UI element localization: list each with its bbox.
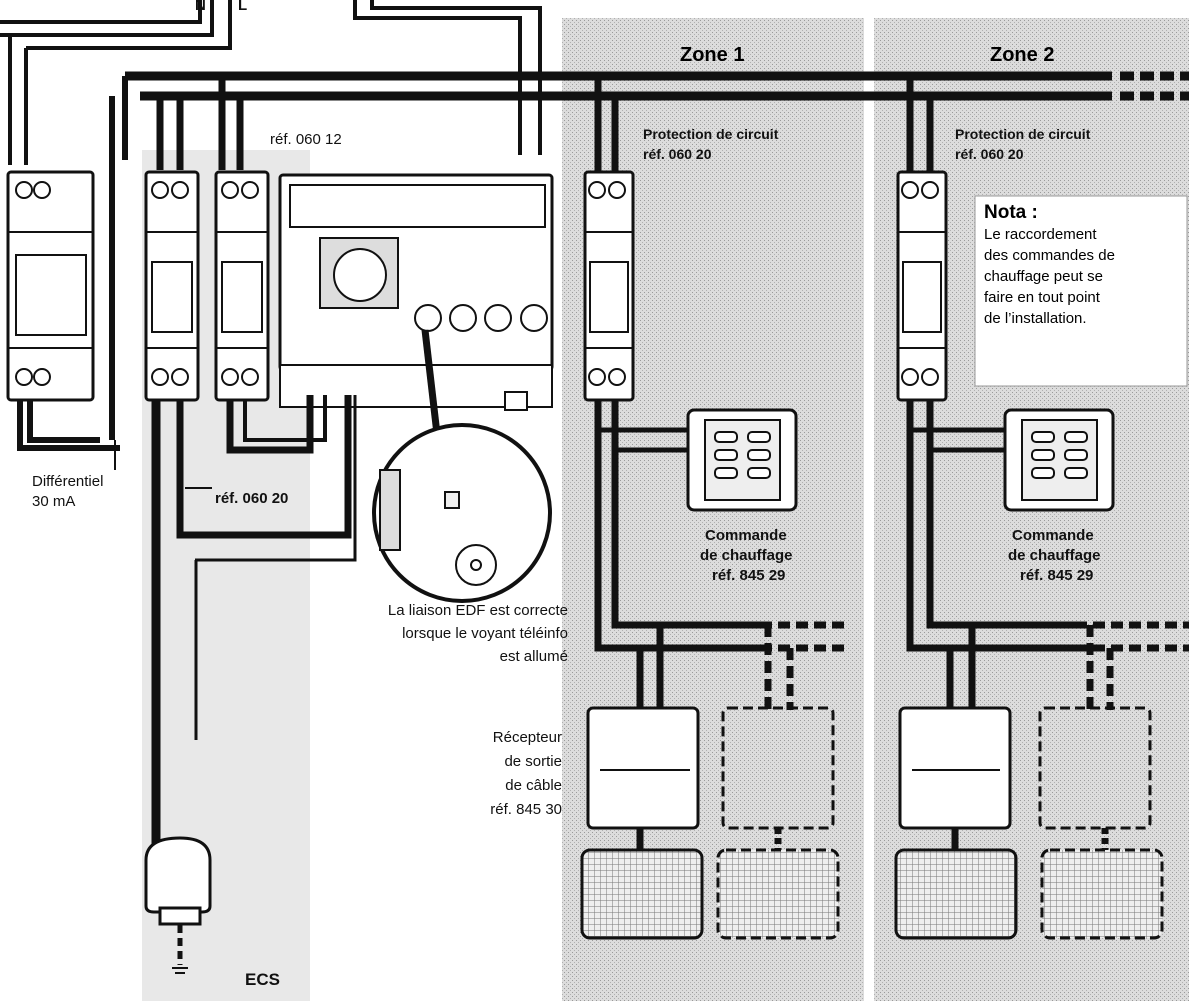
zone-2-protection-ref: réf. 060 20 [955, 146, 1024, 162]
nota-line-3: chauffage peut se [984, 268, 1103, 285]
nota-box [974, 195, 1188, 387]
recepteur-ref: réf. 845 30 [490, 801, 562, 818]
breakers [6, 170, 948, 402]
zone-2-title: Zone 2 [990, 44, 1055, 66]
edf-note-line-1: La liaison EDF est correcte [387, 602, 568, 619]
teleinfo-magnifier [372, 329, 552, 603]
nota-title: Nota : [984, 202, 1038, 223]
edf-note-line-2: lorsque le voyant téléinfo [402, 625, 568, 642]
zone-2-protection-label: Protection de circuit [955, 126, 1091, 142]
ecs-label: ECS [245, 970, 280, 989]
recepteur-line-3: de câble [505, 777, 562, 794]
edf-note-line-3: est allumé [499, 648, 568, 665]
ref-06012-label: réf. 060 12 [270, 131, 342, 148]
zone-1-protection-ref: réf. 060 20 [643, 146, 712, 162]
ecs-heater [144, 836, 212, 974]
zone-2-command-ref: réf. 845 29 [1020, 567, 1094, 584]
recepteur-line-1: Récepteur [492, 729, 562, 746]
nota-line-2: des commandes de [984, 247, 1115, 264]
zone-2-wiring [906, 400, 1189, 710]
zone-2-command-label: Commande [1012, 527, 1094, 544]
zone-2-command-label-2: de chauffage [1008, 547, 1101, 564]
nota-panel: Nota : Le raccordement des commandes de … [984, 202, 1180, 329]
zone-1-command-label: Commande [705, 527, 787, 544]
main-bus [109, 71, 1189, 440]
breaker-details [8, 181, 946, 386]
ref-06020-label: réf. 060 20 [215, 490, 289, 507]
wire-n-label: N [195, 0, 206, 14]
differentiel-value: 30 mA [32, 493, 76, 510]
nota-line-5: de l’installation. [984, 310, 1087, 327]
feed-wires [0, 0, 542, 165]
zone-1-title: Zone 1 [680, 44, 745, 66]
command-buttons [714, 431, 1088, 479]
zone-1-command-ref: réf. 845 29 [712, 567, 786, 584]
zone-1-protection-label: Protection de circuit [643, 126, 779, 142]
differentiel-label: Différentiel [32, 473, 104, 490]
ecs-wiring [17, 395, 357, 900]
zone-1-wiring [594, 400, 850, 710]
programmer-unit [278, 173, 554, 411]
nota-line-1: Le raccordement [984, 226, 1097, 243]
heaters [580, 828, 1164, 940]
wire-l-label: L [238, 0, 248, 14]
zone-1-command-label-2: de chauffage [700, 547, 793, 564]
recepteur-line-2: de sortie [504, 753, 562, 770]
nota-line-4: faire en tout point [984, 289, 1100, 306]
